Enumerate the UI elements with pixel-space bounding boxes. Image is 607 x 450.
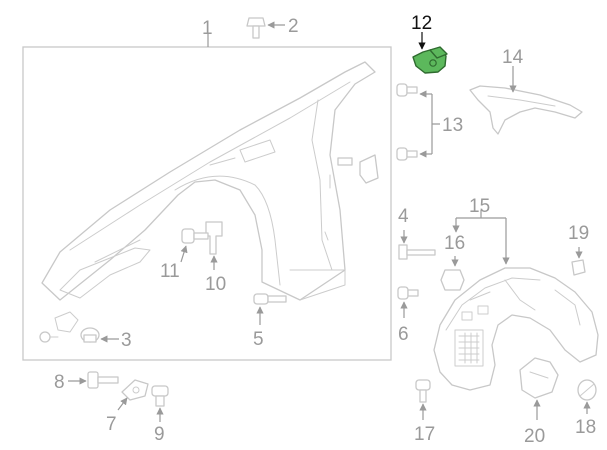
bolt-13-lower [396, 147, 418, 161]
screw-small-left [39, 331, 59, 343]
bracket-12-highlighted[interactable] [412, 46, 448, 74]
seal-14 [469, 85, 583, 135]
clip-7 [121, 379, 149, 401]
nut-3 [80, 327, 100, 343]
callout-1[interactable]: 1 [202, 18, 213, 39]
cap-18 [577, 379, 597, 401]
bolt-5 [253, 293, 287, 305]
bolt-8 [87, 371, 119, 389]
bolt-13-upper [396, 83, 418, 97]
callout-5[interactable]: 5 [253, 329, 264, 350]
bolt-17 [415, 379, 431, 403]
clip-19 [571, 259, 586, 276]
callout-9[interactable]: 9 [154, 424, 165, 445]
fender-panel [41, 61, 376, 333]
bolt-4 [398, 244, 436, 260]
leader-15 [456, 210, 506, 219]
callout-15[interactable]: 15 [469, 196, 490, 217]
leader-11 [180, 245, 188, 263]
callout-2[interactable]: 2 [288, 16, 299, 37]
leader-13 [431, 94, 440, 154]
fender-assembly-frame [22, 46, 392, 361]
fender-side-bracket [359, 154, 379, 184]
callout-13[interactable]: 13 [442, 115, 463, 136]
callout-10[interactable]: 10 [205, 274, 226, 295]
callout-14[interactable]: 14 [502, 47, 524, 68]
callout-6[interactable]: 6 [398, 324, 409, 345]
callout-18[interactable]: 18 [575, 417, 596, 438]
callout-3[interactable]: 3 [121, 330, 132, 351]
bolt-2 [246, 17, 266, 39]
callout-20[interactable]: 20 [524, 426, 545, 447]
callout-11[interactable]: 11 [160, 261, 180, 282]
bracket-20 [519, 357, 559, 399]
callout-12[interactable]: 12 [411, 13, 432, 34]
callout-19[interactable]: 19 [568, 223, 589, 244]
callout-16[interactable]: 16 [444, 233, 465, 254]
plug-16 [440, 269, 465, 291]
callout-7[interactable]: 7 [106, 414, 117, 435]
callout-4[interactable]: 4 [398, 206, 409, 227]
liner-15 [433, 267, 599, 391]
bolt-9 [151, 385, 169, 407]
bolt-11 [181, 228, 209, 244]
bracket-12-face[interactable] [429, 46, 448, 59]
leader-7 [117, 397, 128, 411]
callout-8[interactable]: 8 [54, 372, 65, 393]
callout-17[interactable]: 17 [414, 424, 435, 445]
bolt-6 [397, 286, 419, 300]
bracket-12-hole [429, 59, 437, 67]
fender-bolt-inner [337, 157, 353, 166]
